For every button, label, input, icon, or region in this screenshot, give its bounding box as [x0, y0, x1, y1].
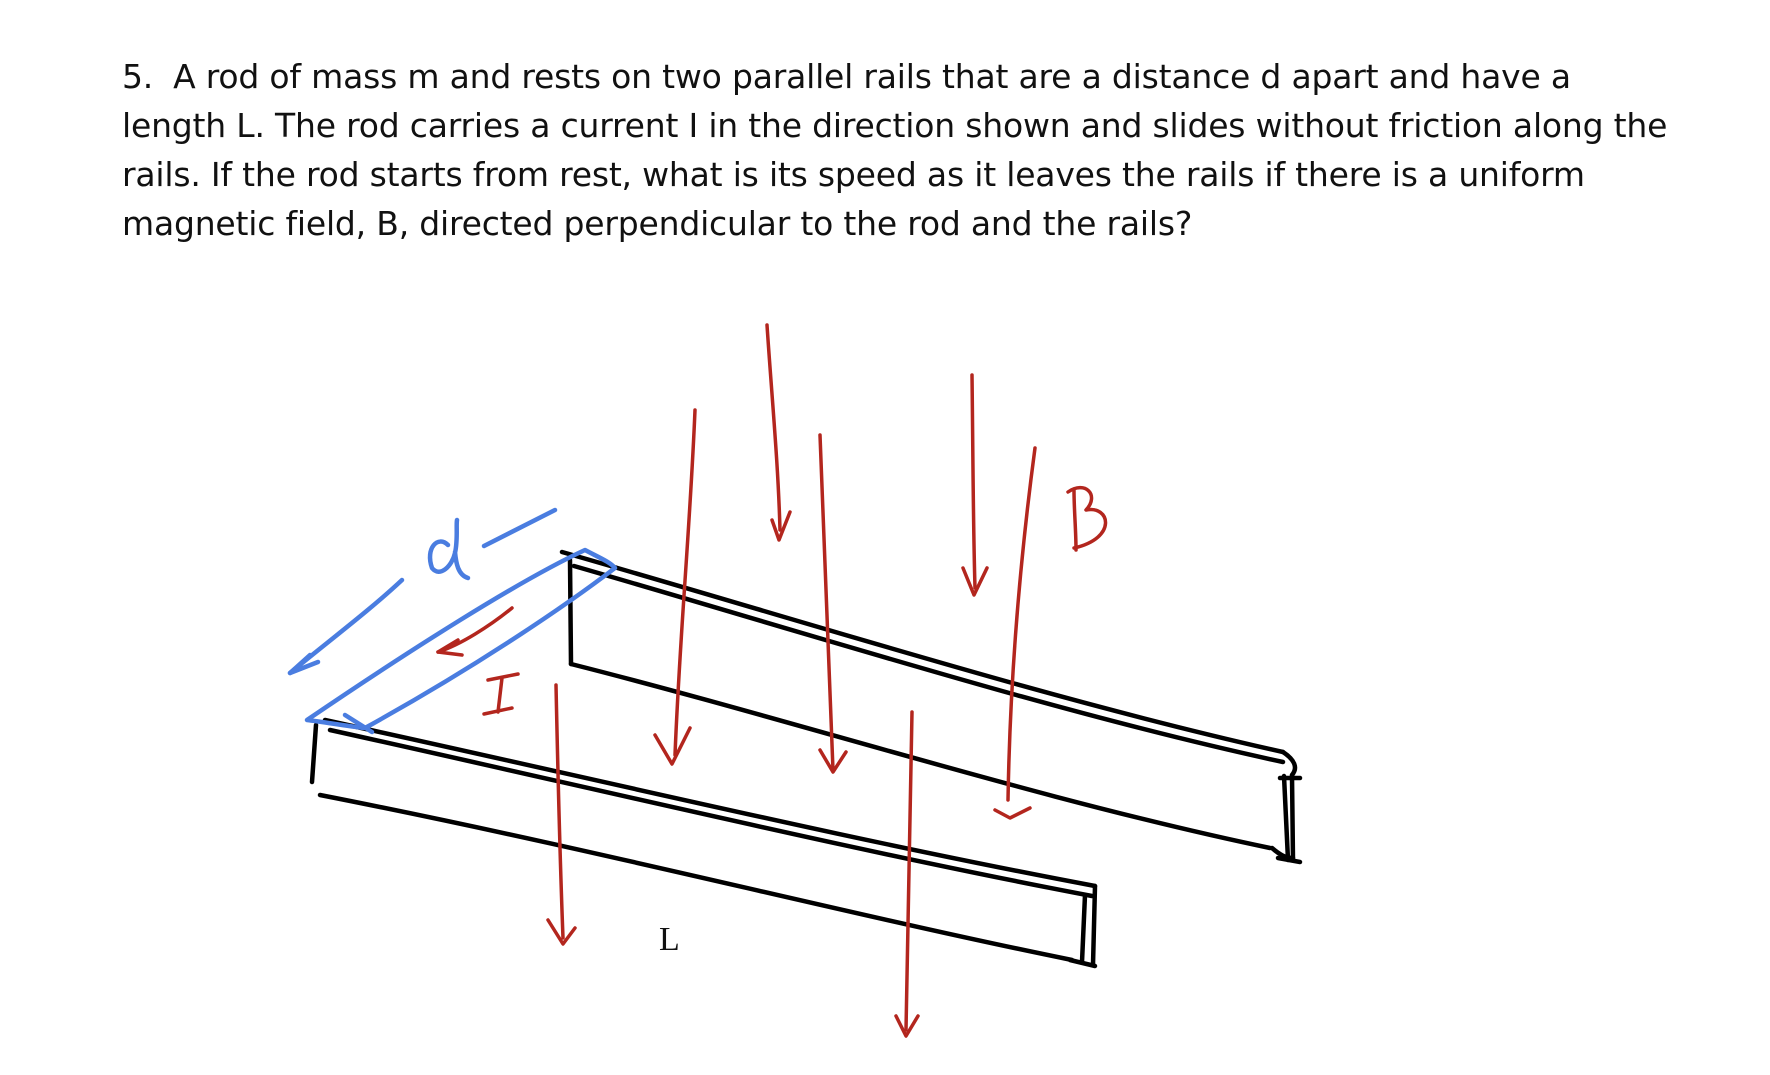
field-arrow — [546, 683, 577, 946]
length-label: L — [659, 921, 680, 958]
rod — [304, 547, 618, 735]
front-rail — [309, 717, 1098, 969]
d-dimension-marker — [287, 507, 558, 676]
field-arrow — [653, 408, 697, 766]
field-arrow — [818, 433, 848, 774]
problem-number: 5. — [122, 57, 154, 96]
field-arrow — [894, 710, 920, 1038]
field-arrow — [961, 373, 989, 597]
field-arrow — [765, 323, 792, 542]
current-marker — [436, 606, 520, 716]
field-arrow — [993, 446, 1037, 820]
d-label — [427, 517, 471, 581]
back-rail — [559, 549, 1303, 865]
problem-statement: 5.A rod of mass m and rests on two paral… — [122, 52, 1682, 248]
field-label — [1066, 485, 1108, 552]
problem-text: A rod of mass m and rests on two paralle… — [122, 57, 1668, 243]
magnetic-field-arrows — [546, 323, 1108, 1038]
current-label — [482, 672, 520, 716]
